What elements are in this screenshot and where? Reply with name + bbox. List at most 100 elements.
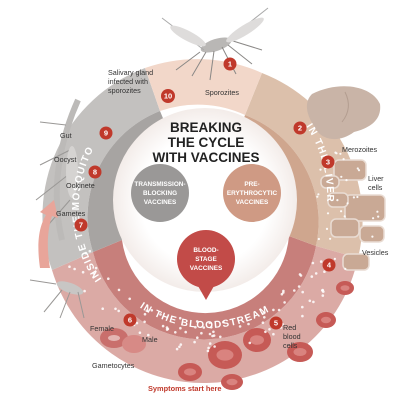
liver-ring-segment — [245, 73, 363, 258]
male-label: Male — [142, 335, 158, 344]
svg-text:4: 4 — [327, 261, 332, 270]
svg-text:5: 5 — [274, 319, 278, 328]
parasite-dot — [321, 294, 325, 297]
step-7-marker: 7 — [74, 218, 88, 232]
parasite-dot — [321, 288, 325, 292]
merozoite-dot — [329, 237, 332, 240]
pre-erythrocytic-bubble: PRE- ERYTHROCYTIC VACCINES — [223, 164, 281, 222]
svg-text:7: 7 — [79, 221, 83, 230]
parasite-dot — [138, 331, 142, 335]
parasite-dot — [208, 321, 211, 325]
merozoite-dot — [336, 199, 339, 202]
merozoite-dot — [333, 257, 336, 260]
parasite-dot — [283, 301, 286, 304]
svg-text:8: 8 — [93, 168, 97, 177]
liver-illustration — [306, 86, 381, 140]
merozoite-dot — [340, 210, 343, 213]
step-6-marker: 6 — [123, 313, 137, 327]
salivary-gland-label-2: infected with — [108, 77, 148, 86]
parasite-dot — [184, 330, 187, 334]
red-blood-cell-center — [340, 285, 350, 291]
gametocytes-illustration — [100, 328, 146, 353]
red-blood-cell-center — [250, 335, 264, 345]
merozoite-dot — [317, 193, 320, 196]
parasite-dot — [262, 312, 265, 315]
parasite-dot — [282, 289, 285, 293]
red-blood-cell-center — [184, 368, 196, 376]
parasite-dot — [219, 335, 222, 339]
title-line-1: BREAKING — [170, 120, 242, 135]
gametocytes-label: Gametocytes — [92, 361, 135, 370]
parasite-dot — [210, 326, 213, 329]
red-blood-cell-center — [226, 378, 238, 386]
diagram-title: BREAKING THE CYCLE WITH VACCINES — [153, 120, 260, 165]
parasite-dot — [161, 324, 165, 328]
parasite-dot — [179, 326, 182, 330]
parasite-dot — [311, 261, 315, 265]
liver-cell — [320, 175, 340, 189]
merozoite-dot — [325, 227, 329, 230]
transmission-blocking-bubble: TRANSMISSION- BLOCKING VACCINES — [131, 164, 189, 222]
merozoite-dot — [356, 167, 359, 170]
parasite-dot — [264, 330, 267, 334]
parasite-dot — [73, 267, 76, 271]
parasite-dot — [114, 307, 117, 311]
parasite-dot — [117, 288, 121, 292]
inner-disc — [113, 108, 297, 292]
merozoite-dot — [356, 195, 359, 199]
liver-cells-label-1: Liver — [368, 174, 384, 183]
merozoite-dot — [343, 215, 346, 218]
svg-text:VACCINES: VACCINES — [190, 265, 223, 272]
parasite-dot — [261, 321, 265, 325]
parasite-dot — [145, 309, 149, 313]
step-5-marker: 5 — [269, 316, 283, 330]
liver-cell — [344, 194, 386, 222]
svg-text:2: 2 — [298, 124, 302, 133]
red-blood-cells-label-3: cells — [283, 341, 298, 350]
parasite-dot — [128, 297, 131, 301]
liver-cells-label-2: cells — [368, 183, 383, 192]
parasite-dot — [272, 308, 275, 312]
svg-text:6: 6 — [128, 316, 132, 325]
merozoite-dot — [345, 179, 348, 182]
bloodstream-inner-band — [93, 236, 316, 340]
parasite-dots — [68, 151, 380, 353]
merozoite-dot — [317, 237, 320, 241]
parasite-dot — [268, 328, 271, 331]
merozoite-dot — [362, 242, 365, 245]
parasite-dot — [68, 265, 71, 269]
svg-text:VACCINES: VACCINES — [144, 199, 177, 206]
parasite-dot — [212, 330, 215, 334]
female-label: Female — [90, 324, 114, 333]
parasite-dot — [165, 328, 169, 331]
mosquito-ring-segment — [42, 68, 160, 270]
parasite-dot — [222, 320, 225, 324]
parasite-dot — [297, 285, 301, 288]
step-10-marker: 10 — [161, 89, 175, 103]
merozoite-dot — [371, 235, 374, 238]
red-blood-cell-center — [293, 348, 307, 356]
merozoite-dot — [377, 215, 380, 218]
symptoms-label: Symptoms start here — [148, 384, 222, 393]
parasite-dot — [301, 314, 304, 318]
parasite-dot — [178, 345, 181, 349]
parasite-dot — [135, 321, 139, 325]
merozoite-dot — [316, 195, 319, 198]
parasite-dot — [293, 289, 296, 292]
gut-label: Gut — [60, 131, 72, 140]
parasite-dot — [208, 332, 212, 336]
gametes-label: Gametes — [56, 209, 86, 218]
svg-text:9: 9 — [104, 129, 108, 138]
merozoite-dot — [342, 158, 345, 161]
parasite-dot — [202, 326, 206, 329]
svg-text:TRANSMISSION-: TRANSMISSION- — [134, 181, 185, 188]
parasite-dot — [193, 340, 196, 344]
parasite-dot — [314, 272, 318, 275]
svg-text:PRE-: PRE- — [244, 181, 259, 188]
merozoite-dot — [319, 168, 322, 171]
parasite-dot — [84, 251, 88, 255]
mosquito-illustration-bottom-left — [29, 279, 85, 319]
merozoite-dot — [340, 175, 343, 178]
svg-text:VACCINES: VACCINES — [236, 199, 269, 206]
